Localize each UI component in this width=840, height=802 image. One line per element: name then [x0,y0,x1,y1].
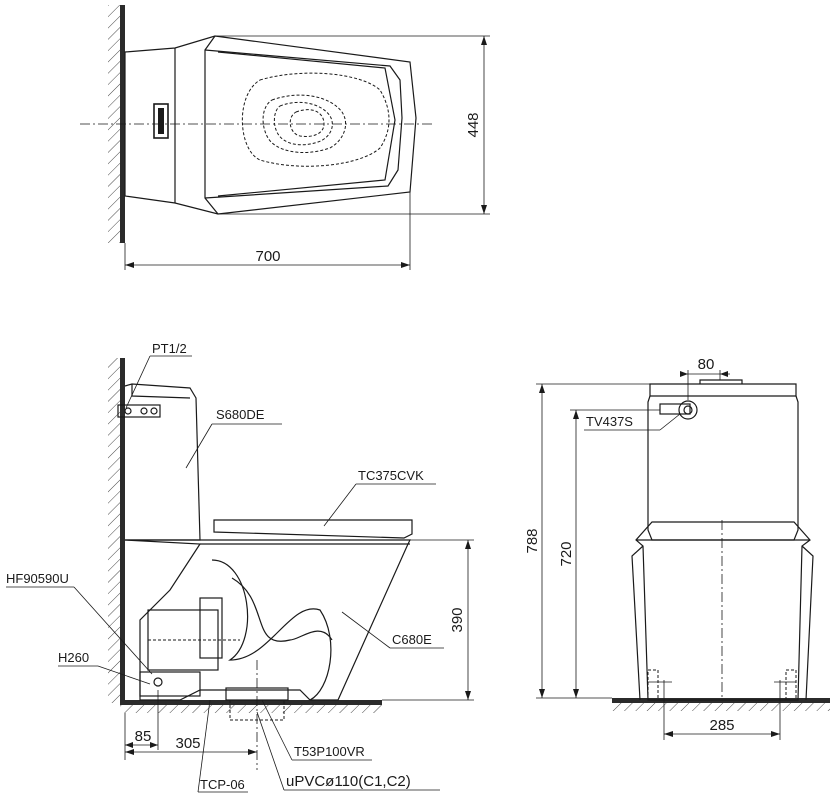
label-tc375cvk: TC375CVK [323,468,436,527]
top-width-dimension: 448 [215,35,490,215]
side-wall [108,358,125,703]
top-width-label: 448 [465,112,482,137]
side-view: PT1/2 S680DE TC375CVK C680E HF90590U H26… [6,341,474,793]
front-720-dimension: 720 [558,409,660,698]
side-seat [213,519,413,539]
top-view: 448 700 [80,5,490,270]
front-bowl [635,521,811,701]
rim-height-label: 390 [449,607,466,632]
top-depth-label: 700 [255,248,280,265]
supply-fitting [117,404,161,418]
floor-flange [225,660,289,770]
front-tank [649,383,797,397]
label-tcp06: TCP-06 [197,699,248,793]
label-s680de: S680DE [185,407,282,469]
side-tank [124,383,201,541]
rough-in-label: 305 [175,735,200,752]
top-toilet-outline [124,35,417,215]
top-depth-dimension: 700 [124,192,411,270]
side-85-dimension: 85 [124,690,159,760]
c680e-text: C680E [392,632,432,647]
front-fill-valve [659,400,698,420]
front-788-dimension: 788 [524,383,650,699]
tv437s-text: TV437S [586,414,633,429]
s680de-text: S680DE [216,407,265,422]
upvc-text: uPVCø110(C1,C2) [286,773,411,790]
tcp06-text: TCP-06 [200,777,245,792]
base-width-label: 285 [709,717,734,734]
front-view: 80 TV437S 788 720 [524,356,830,740]
side-bowl [124,539,411,701]
label-tv437s: TV437S [584,413,681,431]
label-h260: H260 [58,650,151,685]
side-floor [120,700,382,713]
rear-connector [139,597,240,697]
h260-text: H260 [58,650,89,665]
label-c680e: C680E [341,611,444,649]
total-height-label: 788 [524,528,541,553]
label-upvc: uPVCø110(C1,C2) [256,711,440,791]
label-t53p100vr: T53P100VR [261,699,372,761]
side-rim-dimension: 390 [382,539,474,701]
hf90590u-text: HF90590U [6,571,69,586]
valve-offset-label: 80 [698,356,715,373]
label-pt12: PT1/2 [125,341,192,409]
front-80-dimension: 80 [680,356,730,400]
t53p100vr-text: T53P100VR [294,744,365,759]
front-285-dimension: 285 [663,680,781,740]
tank-height-label: 720 [558,541,575,566]
side-305-dimension: 305 [125,735,257,755]
label-hf90590u: HF90590U [6,571,153,675]
tc375cvk-text: TC375CVK [358,468,424,483]
supply-offset-label: 85 [135,728,152,745]
pt12-text: PT1/2 [152,341,187,356]
